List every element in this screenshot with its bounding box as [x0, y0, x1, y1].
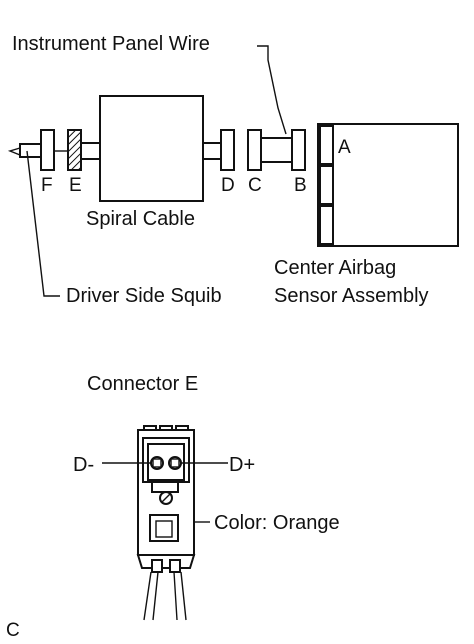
center-airbag-label-line2: Sensor Assembly — [274, 285, 429, 307]
connector-lower-key-left — [151, 559, 163, 573]
connector-lower-shoulder — [136, 554, 196, 569]
connector-lower-key-right — [169, 559, 181, 573]
color-note-label: Color: Orange — [214, 512, 340, 534]
sensor-port-3 — [319, 205, 334, 245]
connector-c — [247, 129, 262, 171]
terminal-d-minus-pin — [152, 458, 162, 468]
center-airbag-sensor-body — [317, 123, 459, 247]
spiral-right-stub — [202, 142, 222, 160]
terminal-d-plus-pin — [170, 458, 180, 468]
driver-squib-leader — [26, 150, 60, 297]
squib-tip — [7, 147, 21, 156]
connector-e — [67, 129, 82, 171]
connector-title: Connector E — [87, 373, 198, 395]
letter-f: F — [41, 175, 53, 196]
d-minus-label: D- — [73, 454, 94, 476]
connector-latch — [151, 481, 179, 493]
corner-id-label: C — [6, 620, 20, 641]
color-window-inner — [155, 520, 173, 538]
connector-f — [40, 129, 55, 171]
sensor-port-a — [319, 125, 334, 165]
spiral-cable-label: Spiral Cable — [86, 208, 195, 230]
harness-body — [260, 137, 293, 163]
letter-b: B — [294, 175, 307, 196]
spiral-cable-body — [99, 95, 204, 202]
instrument-panel-wire-leader — [257, 45, 287, 135]
squib-stub — [19, 143, 43, 158]
connector-b — [291, 129, 306, 171]
wire-1 — [143, 571, 152, 621]
letter-d: D — [221, 175, 235, 196]
letter-a: A — [338, 137, 351, 158]
instrument-panel-wire-label: Instrument Panel Wire — [12, 33, 210, 55]
spiral-left-stub — [80, 142, 101, 160]
center-airbag-label-line1: Center Airbag — [274, 257, 396, 279]
driver-side-squib-label: Driver Side Squib — [66, 285, 222, 307]
letter-c: C — [248, 175, 262, 196]
sensor-port-2 — [319, 165, 334, 205]
wire-2 — [152, 571, 159, 621]
wire-3 — [173, 571, 178, 621]
letter-e: E — [69, 175, 82, 196]
d-plus-label: D+ — [229, 454, 255, 476]
wire-4 — [180, 571, 187, 621]
connector-lock-slot — [161, 493, 171, 503]
connector-d — [220, 129, 235, 171]
